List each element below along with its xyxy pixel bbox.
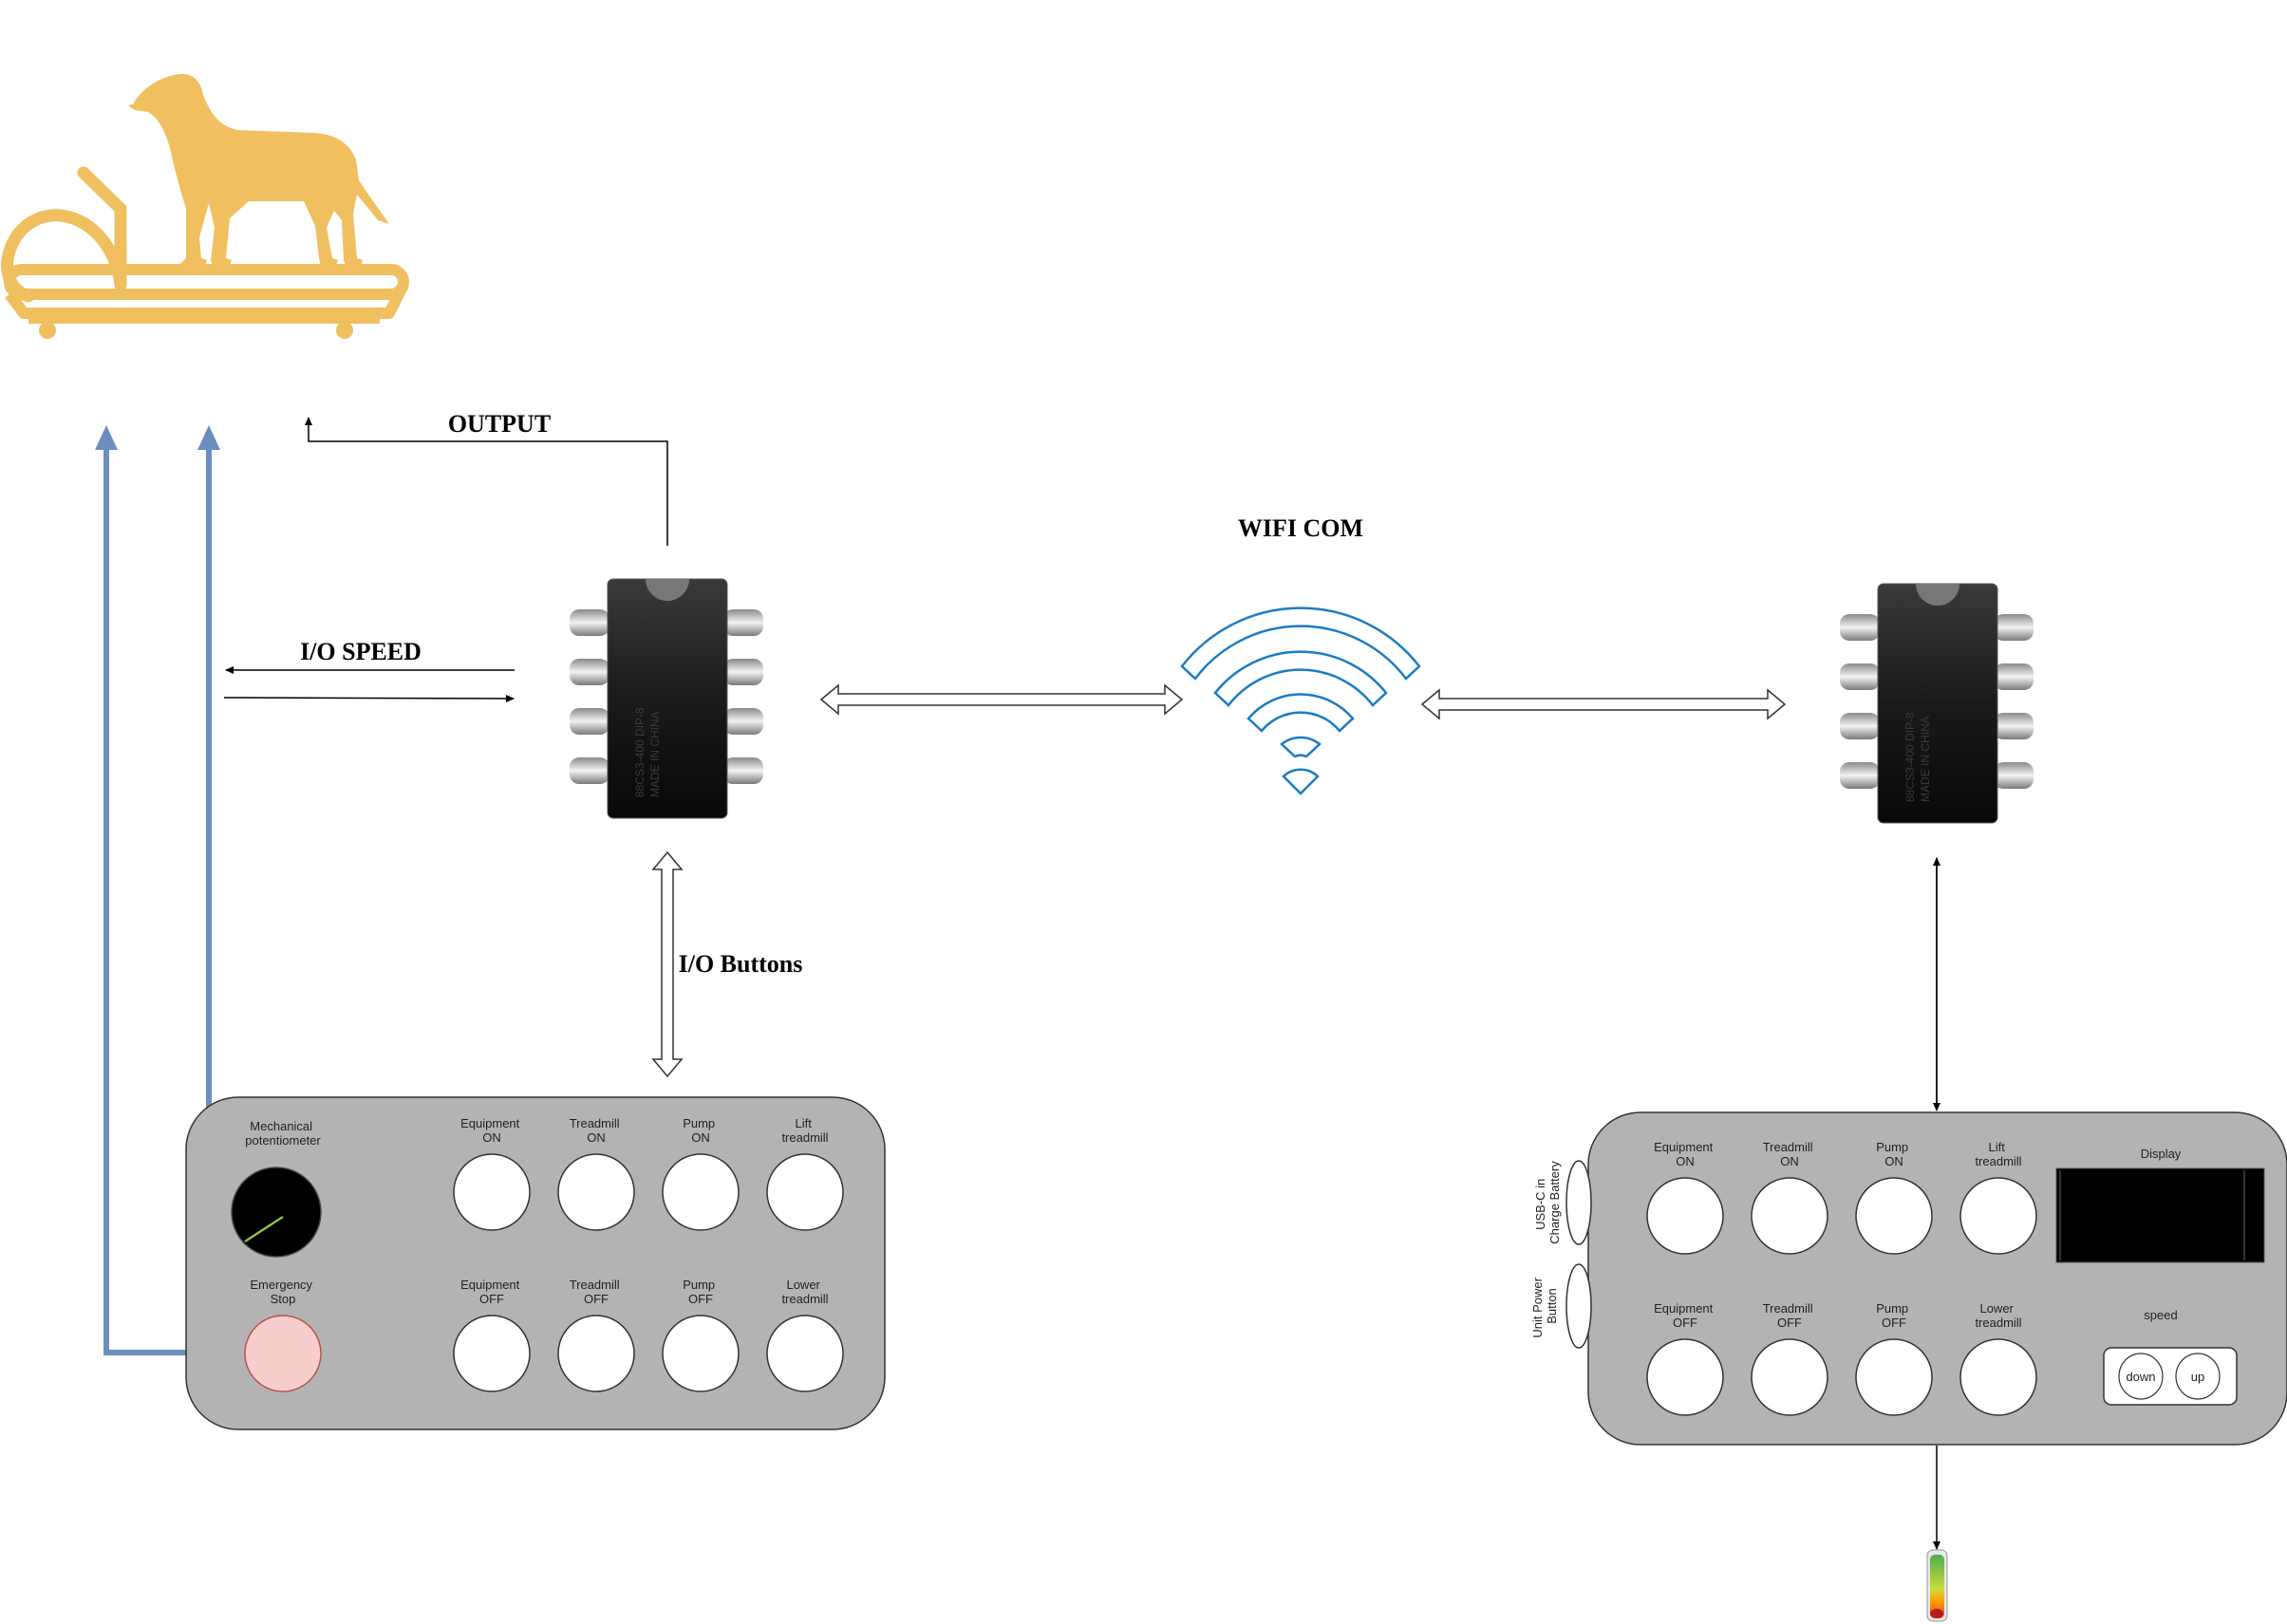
treadmill-on-label: Treadmill ON (1763, 1140, 1817, 1168)
right-top-button-row: Equipment ON Treadmill ON Pump ON Lift t… (1646, 1140, 2037, 1255)
speed-label: speed (2144, 1308, 2177, 1322)
lift-treadmill-button[interactable] (1959, 1177, 2037, 1255)
treadmill-off-button[interactable] (557, 1315, 635, 1392)
pump-on-button[interactable] (1855, 1177, 1933, 1255)
right-bottom-button-row: Equipment OFF Treadmill OFF Pump OFF Low… (1646, 1301, 2037, 1416)
right-control-panel: USB-C in Charge Battery Unit Power Butto… (1530, 1111, 2287, 1446)
left-wifi-link-arrow (819, 683, 1184, 716)
lift-treadmill-button[interactable] (766, 1153, 844, 1231)
unit-power-button[interactable] (1565, 1263, 1592, 1349)
equipment-on-button[interactable] (1646, 1177, 1724, 1255)
io-buttons-link-arrow (651, 850, 684, 1078)
chip-marking-2: MADE IN CHINA (648, 711, 662, 797)
equipment-off-label: Equipment OFF (460, 1278, 523, 1306)
wifi-right-link-arrow (1420, 688, 1787, 720)
treadmill-on-button[interactable] (557, 1153, 635, 1231)
treadmill-off-label: Treadmill OFF (1763, 1301, 1817, 1330)
equipment-off-label: Equipment OFF (1654, 1301, 1716, 1330)
lower-treadmill-button[interactable] (766, 1315, 844, 1392)
chip-pins (570, 609, 763, 784)
lift-treadmill-label: Lift treadmill (1975, 1140, 2021, 1168)
output-connector (305, 417, 668, 546)
power-button-label: Unit Power Button (1530, 1274, 1559, 1337)
lcd-display (2055, 1167, 2265, 1263)
wifi-icon (1180, 607, 1421, 795)
treadmill-on-label: Treadmill ON (570, 1116, 624, 1145)
io-buttons-label: I/O Buttons (679, 950, 803, 978)
right-ic-chip-icon: 88CS3-400 DIP-8 MADE IN CHINA (1840, 583, 2034, 824)
left-top-button-row: Equipment ON Treadmill ON Pump ON Lift t… (453, 1116, 844, 1231)
chip-marking-2: MADE IN CHINA (1919, 716, 1932, 802)
left-bottom-button-row: Equipment OFF Treadmill OFF Pump OFF Low… (453, 1278, 844, 1392)
lower-treadmill-label: Lower treadmill (1975, 1301, 2021, 1330)
equipment-off-button[interactable] (1646, 1338, 1724, 1416)
io-speed-label: I/O SPEED (300, 638, 422, 665)
lift-treadmill-label: Lift treadmill (781, 1116, 828, 1145)
chip-marking-1: 88CS3-400 DIP-8 (633, 707, 647, 797)
pump-off-button[interactable] (1855, 1338, 1933, 1416)
equipment-off-button[interactable] (453, 1315, 531, 1392)
wifi-com-label: WIFI COM (1238, 514, 1363, 542)
io-speed-arrows (223, 666, 515, 702)
usb-c-label: USB-C in Charge Battery (1533, 1161, 1562, 1244)
speed-up-label: up (2191, 1370, 2204, 1384)
treadmill-off-button[interactable] (1751, 1338, 1828, 1416)
pump-on-label: Pump ON (683, 1116, 719, 1145)
left-ic-chip-icon: 88CS3-400 DIP-8 MADE IN CHINA (570, 578, 763, 819)
equipment-on-label: Equipment ON (1654, 1140, 1716, 1168)
pump-off-button[interactable] (662, 1315, 740, 1392)
chip-pins (1840, 614, 2034, 789)
equipment-on-label: Equipment ON (460, 1116, 523, 1145)
display-label: Display (2141, 1147, 2182, 1161)
mechanical-potentiometer[interactable] (231, 1167, 322, 1258)
output-label: OUTPUT (448, 410, 551, 438)
treadmill-on-button[interactable] (1751, 1177, 1828, 1255)
treadmill-off-label: Treadmill OFF (570, 1278, 624, 1306)
emergency-stop-button[interactable] (244, 1315, 322, 1392)
usb-c-port[interactable] (1565, 1160, 1592, 1245)
battery-icon (1926, 1549, 1948, 1622)
emergency-stop-label: Emergency Stop (250, 1278, 315, 1306)
equipment-on-button[interactable] (453, 1153, 531, 1231)
lower-treadmill-label: Lower treadmill (781, 1278, 828, 1306)
speed-up-button[interactable]: up (2175, 1353, 2221, 1400)
pump-off-label: Pump OFF (1876, 1301, 1912, 1330)
left-control-panel: Mechanical potentiometer Emergency Stop … (185, 1096, 886, 1430)
lower-treadmill-button[interactable] (1959, 1338, 2037, 1416)
potentiometer-label: Mechanical potentiometer (245, 1119, 321, 1148)
pump-on-label: Pump ON (1876, 1140, 1912, 1168)
pump-off-label: Pump OFF (683, 1278, 719, 1306)
pump-on-button[interactable] (662, 1153, 740, 1231)
chip-marking-1: 88CS3-400 DIP-8 (1903, 712, 1917, 802)
dog-on-treadmill-icon (1, 73, 409, 339)
speed-down-label: down (2126, 1370, 2155, 1384)
speed-down-button[interactable]: down (2118, 1353, 2164, 1400)
